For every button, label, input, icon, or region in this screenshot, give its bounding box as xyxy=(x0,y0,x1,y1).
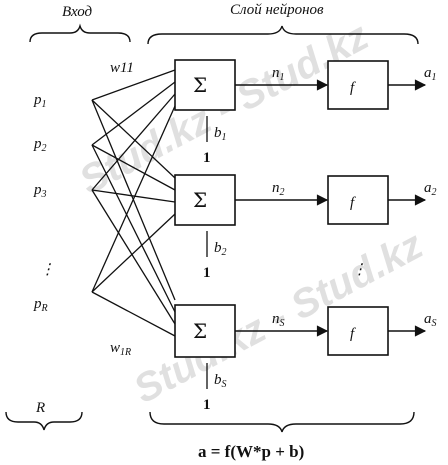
bias-constant-one: 1 xyxy=(203,150,211,166)
bias-constant-one: 1 xyxy=(203,265,211,281)
net-input-label: n1 xyxy=(272,65,285,83)
input-pR: pR xyxy=(33,296,48,314)
weight-link xyxy=(91,69,176,101)
summation-box xyxy=(174,59,236,111)
sigma-symbol: Σ xyxy=(193,319,207,343)
input-header: Вход xyxy=(62,4,93,20)
output-label: a1 xyxy=(424,65,437,83)
weight-link xyxy=(91,144,176,191)
layer-header: Слой нейронов xyxy=(230,2,324,18)
transfer-function-symbol: f xyxy=(350,80,356,96)
weight-link xyxy=(91,144,176,313)
input-vdots: ⋮ xyxy=(40,262,55,278)
weight-link xyxy=(91,105,176,293)
input-weight-connections xyxy=(91,69,176,337)
output-label: a2 xyxy=(424,180,437,198)
input-p1: p1 xyxy=(33,92,47,110)
sigma-symbol: Σ xyxy=(193,73,207,97)
bias-label: b1 xyxy=(214,125,227,143)
input-brace-bottom xyxy=(5,411,83,431)
transfer-function-symbol: f xyxy=(350,326,356,342)
layer-brace-bottom xyxy=(149,411,415,433)
input-count-R: R xyxy=(35,400,45,416)
input-brace-top xyxy=(29,23,131,43)
weight-link xyxy=(91,81,176,146)
sigma-symbol: Σ xyxy=(193,188,207,212)
weight-link xyxy=(91,93,176,191)
transfer-function-symbol: f xyxy=(350,195,356,211)
bias-constant-one: 1 xyxy=(203,397,211,413)
neuron-vdots: ⋮ xyxy=(352,262,367,278)
weight-link xyxy=(91,189,176,325)
net-input-label: nS xyxy=(272,311,285,329)
transfer-function-box xyxy=(327,60,389,110)
layer-formula: a = f(W*p + b) xyxy=(198,442,304,461)
net-input-label: n2 xyxy=(272,180,285,198)
weight-link xyxy=(91,213,176,293)
weight-w1R: w1R xyxy=(110,340,131,358)
summation-box xyxy=(174,174,236,226)
weight-link xyxy=(91,291,176,337)
transfer-function-box xyxy=(327,306,389,356)
bias-label: b2 xyxy=(214,240,227,258)
transfer-function-box xyxy=(327,175,389,225)
output-label: aS xyxy=(424,311,437,329)
bias-label: bS xyxy=(214,372,227,390)
weight-w11: w11 xyxy=(110,60,134,76)
weight-link xyxy=(91,99,176,179)
layer-brace-top xyxy=(147,25,419,45)
input-p2: p2 xyxy=(33,136,47,154)
weight-link xyxy=(91,189,176,203)
input-p3: p3 xyxy=(33,182,47,200)
